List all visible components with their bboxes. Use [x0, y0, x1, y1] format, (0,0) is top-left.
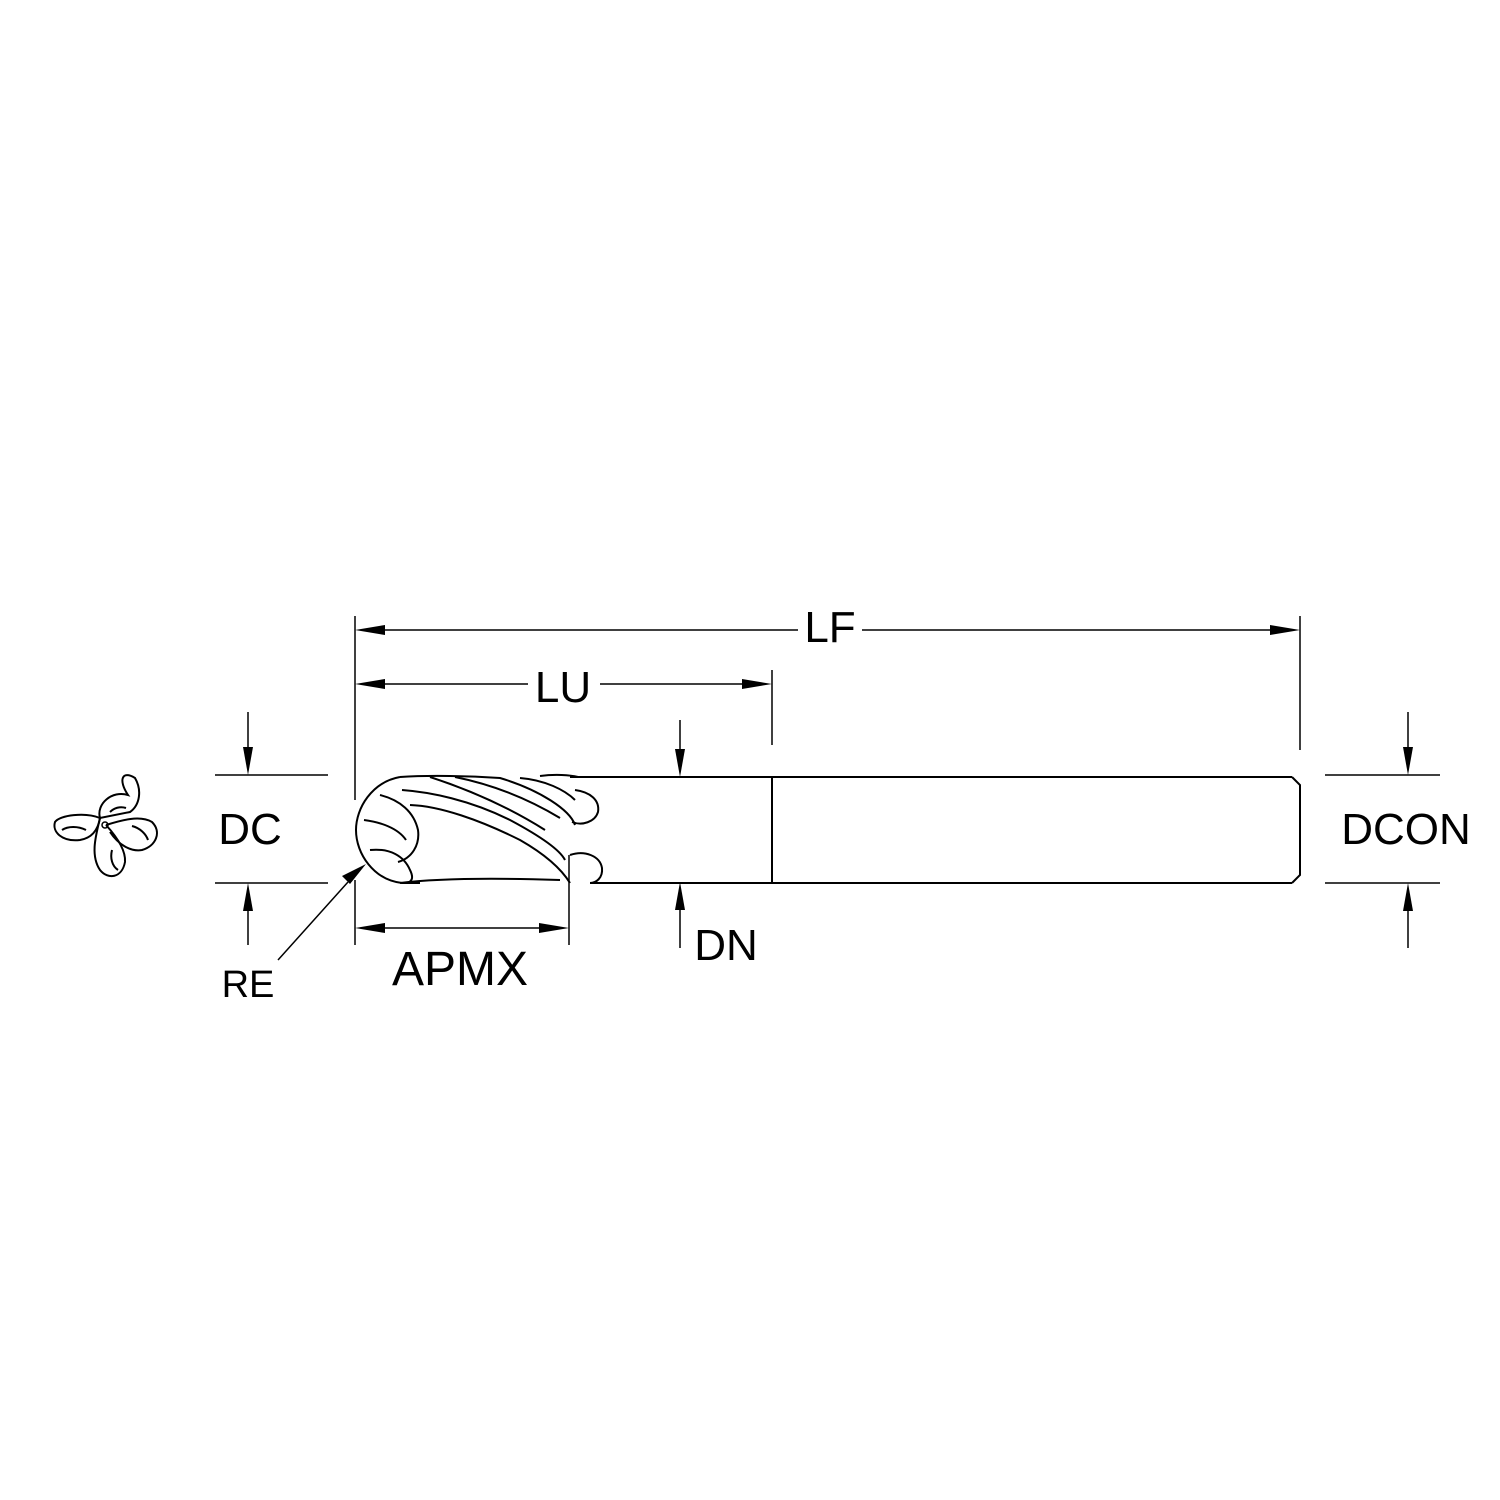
dcon-dimension: [1325, 712, 1440, 948]
end-view-icon: [53, 774, 158, 878]
lf-dimension: [354, 616, 1301, 800]
label-re: RE: [222, 964, 275, 1006]
label-dcon: DCON: [1341, 805, 1471, 854]
apmx-dimension: [354, 855, 570, 945]
lu-dimension: [355, 670, 773, 745]
tool-body: [354, 773, 1301, 884]
label-lf: LF: [804, 603, 855, 652]
label-apmx: APMX: [392, 943, 528, 996]
re-leader: [277, 864, 366, 961]
label-dc: DC: [218, 805, 282, 854]
dn-dimension: [675, 720, 685, 948]
label-lu: LU: [535, 663, 591, 712]
dc-dimension: [215, 712, 328, 945]
label-dn: DN: [694, 921, 758, 970]
